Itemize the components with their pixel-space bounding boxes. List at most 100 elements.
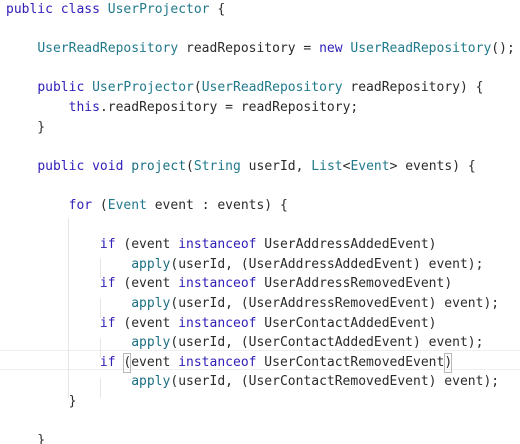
code-text: UserAddressAddedEvent) <box>256 237 437 253</box>
code-type: UserReadRepository <box>201 80 343 96</box>
indent-guide <box>68 218 69 398</box>
code-line[interactable]: public UserProjector(UserReadRepository … <box>6 78 483 98</box>
code-keyword: new <box>319 41 343 57</box>
code-text <box>6 41 37 56</box>
code-keyword: this <box>68 100 100 115</box>
code-line[interactable]: public class UserProjector { <box>6 0 225 20</box>
code-line[interactable]: } <box>6 392 77 412</box>
code-text <box>6 237 100 252</box>
code-text: } <box>6 394 77 409</box>
code-function: apply <box>131 335 171 351</box>
code-text <box>84 159 92 174</box>
matched-bracket: ) <box>444 352 453 373</box>
code-text <box>6 257 131 272</box>
code-type: String <box>193 158 241 174</box>
code-type: UserProjector <box>92 80 194 96</box>
code-function: apply <box>131 296 171 311</box>
code-line[interactable]: } <box>6 118 45 138</box>
code-keyword: instanceof <box>178 237 257 253</box>
current-line-highlight <box>0 350 520 370</box>
code-text: event : events) { <box>146 198 288 213</box>
code-text <box>6 276 100 291</box>
indent-guide <box>100 378 101 398</box>
code-keyword: if <box>99 315 116 331</box>
code-line[interactable]: UserReadRepository readRepository = new … <box>6 39 515 59</box>
code-text: } <box>6 433 46 444</box>
code-text <box>84 80 92 95</box>
code-line[interactable]: public void project(String userId, List<… <box>6 157 476 177</box>
code-line[interactable]: if (event instanceof UserAddressAddedEve… <box>6 235 437 255</box>
code-text: } <box>6 119 46 135</box>
code-text: (event <box>115 315 179 331</box>
code-text: (userId, (UserContactAddedEvent) event); <box>170 335 484 351</box>
code-text <box>6 374 131 389</box>
code-line[interactable]: apply(userId, (UserAddressAddedEvent) ev… <box>6 255 483 275</box>
code-text: UserAddressRemovedEvent) <box>256 276 453 292</box>
code-line[interactable]: if (event instanceof UserContactAddedEve… <box>6 314 437 334</box>
code-text <box>6 80 37 95</box>
code-line[interactable]: this.readRepository = readRepository; <box>6 98 359 118</box>
code-text: ( <box>186 158 194 174</box>
code-line[interactable]: if (event instanceof UserContactRemovedE… <box>6 352 453 373</box>
code-text: (userId, (UserAddressAddedEvent) event); <box>170 256 484 272</box>
code-text: UserContactAddedEvent) <box>256 315 437 331</box>
code-keyword: instanceof <box>178 354 257 370</box>
code-function: apply <box>131 256 171 272</box>
code-text: (userId, (UserAddressRemovedEvent) event… <box>170 296 500 311</box>
indent-guide <box>100 338 101 358</box>
code-type: UserReadRepository <box>350 41 492 57</box>
code-text <box>53 2 61 17</box>
code-type: UserProjector <box>107 2 210 17</box>
code-text: > events) { <box>389 158 476 174</box>
code-text: (); <box>491 41 515 57</box>
code-keyword: if <box>99 237 116 253</box>
code-line[interactable]: } <box>6 431 45 444</box>
code-keyword: instanceof <box>178 315 257 331</box>
code-keyword: public <box>37 80 85 96</box>
code-line[interactable]: apply(userId, (UserContactAddedEvent) ev… <box>6 333 483 353</box>
matched-bracket: ( <box>123 352 132 373</box>
code-text: { <box>209 2 226 17</box>
code-text: (event <box>115 276 179 292</box>
code-text: userId, <box>240 158 312 174</box>
code-text: < <box>342 158 351 174</box>
code-keyword: public <box>37 158 85 174</box>
code-keyword: if <box>99 276 116 292</box>
code-text <box>6 316 100 331</box>
code-line[interactable]: apply(userId, (UserAddressRemovedEvent) … <box>6 294 499 314</box>
code-text: event <box>131 354 179 370</box>
code-text <box>6 159 37 174</box>
code-keyword: class <box>60 2 100 17</box>
code-text <box>6 335 131 350</box>
code-type: Event <box>350 158 390 174</box>
code-text <box>100 2 108 17</box>
code-line[interactable]: apply(userId, (UserContactRemovedEvent) … <box>6 372 499 392</box>
code-text: UserContactRemovedEvent <box>256 354 445 370</box>
code-line[interactable]: if (event instanceof UserAddressRemovedE… <box>6 274 452 294</box>
code-keyword: if <box>99 354 116 370</box>
code-text <box>6 355 100 370</box>
indent-guide <box>100 258 101 278</box>
code-text: readRepository) { <box>342 80 484 96</box>
code-text <box>6 296 131 311</box>
code-keyword: for <box>68 198 93 213</box>
code-text: .readRepository = readRepository; <box>99 100 359 115</box>
code-keyword: public <box>6 2 53 17</box>
code-type: List <box>311 158 343 174</box>
code-text: (event <box>115 237 179 253</box>
code-text <box>6 100 69 115</box>
code-keyword: void <box>92 158 124 174</box>
code-text: (userId, (UserContactRemovedEvent) event… <box>170 374 500 390</box>
code-keyword: instanceof <box>178 276 257 292</box>
code-text <box>6 198 69 213</box>
code-text <box>116 355 124 370</box>
code-line[interactable]: for (Event event : events) { <box>6 196 288 216</box>
code-text: readRepository = <box>178 41 320 57</box>
code-text: ( <box>92 198 108 213</box>
code-type: Event <box>107 198 147 213</box>
code-function: project <box>131 158 187 174</box>
indent-guide <box>100 298 101 318</box>
code-function: apply <box>131 374 171 390</box>
code-type: UserReadRepository <box>37 41 179 57</box>
